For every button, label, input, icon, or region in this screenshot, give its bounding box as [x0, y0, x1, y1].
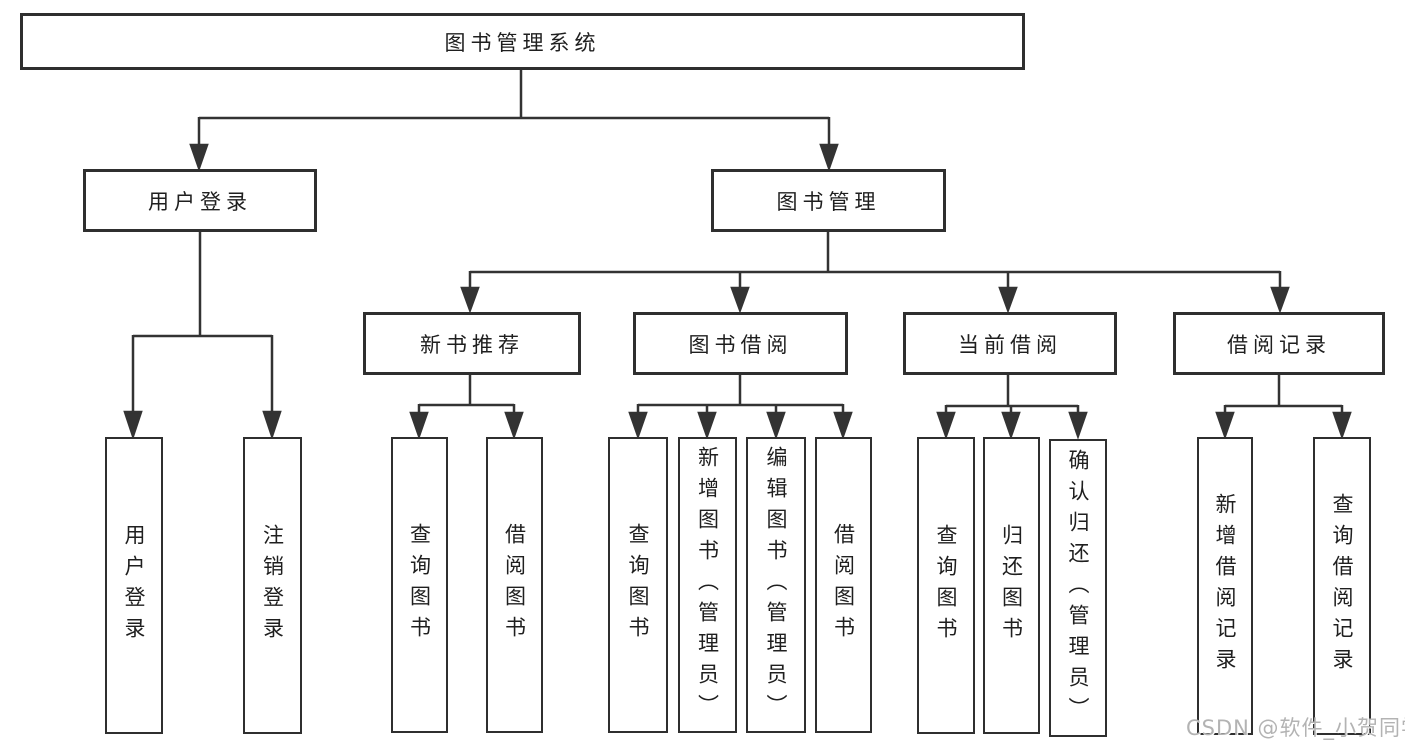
leaf-add-borrow-record: 新增借阅记录: [1197, 437, 1253, 735]
node-borrow-records: 借阅记录: [1173, 312, 1385, 375]
node-book-management: 图书管理: [711, 169, 946, 232]
leaf-current-query-books: 查询图书: [917, 437, 975, 734]
leaf-borrow-query-books: 查询图书: [608, 437, 668, 733]
leaf-edit-books-admin: 编辑图书（管理员）: [746, 437, 806, 733]
leaf-recommend-query-books: 查询图书: [391, 437, 448, 733]
leaf-recommend-borrow-books: 借阅图书: [486, 437, 543, 733]
leaf-user-login: 用户登录: [105, 437, 163, 734]
node-book-borrow: 图书借阅: [633, 312, 848, 375]
leaf-logout: 注销登录: [243, 437, 302, 734]
leaf-add-books-admin: 新增图书（管理员）: [678, 437, 737, 733]
node-user-login: 用户登录: [83, 169, 317, 232]
csdn-watermark: CSDN @软件_小贺同学: [1186, 716, 1405, 740]
leaf-return-books: 归还图书: [983, 437, 1040, 734]
node-current-borrow: 当前借阅: [903, 312, 1117, 375]
leaf-query-borrow-record: 查询借阅记录: [1313, 437, 1371, 735]
leaf-borrow-books: 借阅图书: [815, 437, 872, 733]
node-new-book-recommend: 新书推荐: [363, 312, 581, 375]
leaf-confirm-return-admin: 确认归还（管理员）: [1049, 439, 1107, 737]
node-library-system: 图书管理系统: [20, 13, 1025, 70]
